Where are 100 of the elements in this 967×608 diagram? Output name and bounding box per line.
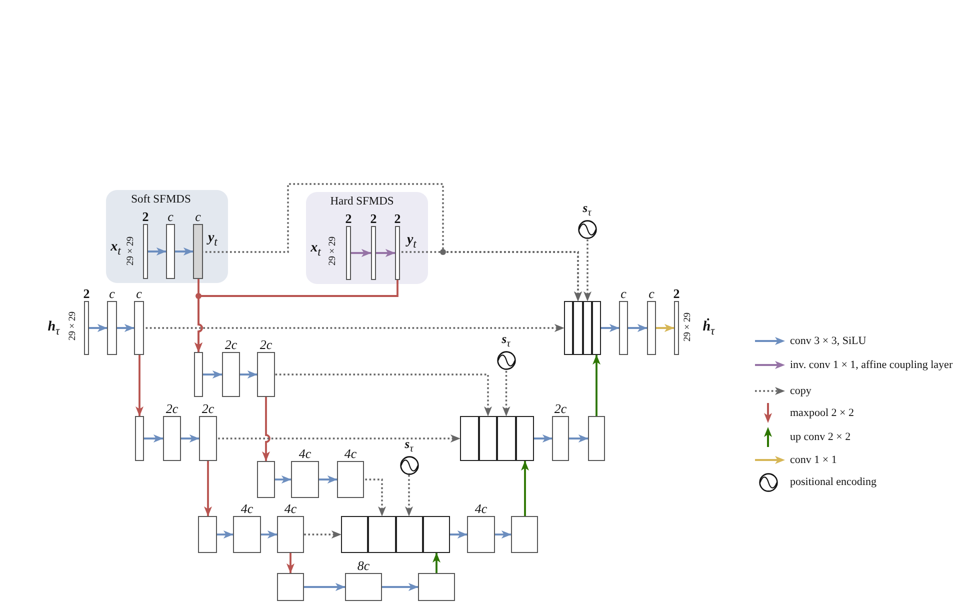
dotted-arrow	[304, 530, 342, 538]
arrow	[203, 370, 222, 378]
legend-label: positional encoding	[790, 476, 876, 488]
panel-title: Soft SFMDS	[131, 194, 191, 206]
legend-label: up conv 2 × 2	[790, 430, 851, 444]
channel-label: c	[136, 286, 142, 301]
arrow	[181, 434, 200, 442]
legend-label: conv 1 × 1	[790, 454, 837, 466]
arrow	[495, 530, 512, 538]
arrow	[117, 324, 134, 332]
arrow	[136, 355, 144, 416]
arrow	[569, 434, 588, 442]
arrow	[628, 324, 648, 332]
dotted-arrow	[405, 474, 413, 516]
arrow	[450, 530, 468, 538]
concat-cell	[423, 516, 450, 553]
concat-cell	[479, 416, 497, 461]
channel-label: 2	[345, 212, 352, 226]
size-label: 29 × 29	[67, 311, 78, 340]
channel-label: c	[109, 286, 115, 301]
feature-map-bar	[198, 516, 217, 553]
concat-cell	[564, 301, 573, 355]
channel-label: 4c	[240, 502, 254, 516]
concat-cell	[341, 516, 368, 553]
arrow	[382, 583, 418, 591]
legend-label: copy	[790, 384, 812, 398]
dotted-arrow	[275, 374, 492, 416]
channel-label: 4c	[284, 502, 297, 516]
channel-label: 2c	[554, 402, 567, 416]
module-panel	[106, 190, 228, 283]
concat-cell	[396, 516, 423, 553]
feature-map-bar	[257, 461, 275, 498]
concat-cell	[592, 301, 601, 355]
signal-label: s$_{τ}$	[582, 202, 592, 218]
legend-label: inv. conv 1 × 1, affine coupling layer	[790, 358, 953, 372]
arrow	[432, 552, 440, 573]
arrow	[144, 434, 164, 442]
channel-label: 4c	[474, 502, 488, 516]
input-label: x$_{t}$	[110, 239, 121, 258]
channel-label: c	[195, 210, 201, 224]
arrow	[304, 583, 346, 591]
legend-label: conv 3 × 3, SiLU	[790, 334, 866, 348]
feature-map-bar	[194, 352, 203, 397]
channel-label: 8c	[357, 558, 370, 573]
arrow	[261, 530, 278, 538]
concat-cell	[497, 416, 516, 461]
channel-label: 2c	[202, 402, 214, 416]
arrow	[601, 324, 620, 332]
arrow	[351, 249, 372, 257]
signal-label: s$_{τ}$	[502, 332, 510, 350]
signal-label: s$_{τ}$	[404, 438, 414, 454]
arrow	[175, 248, 194, 256]
dotted-arrow	[217, 434, 460, 442]
arrow	[534, 434, 552, 442]
channel-label: 2	[370, 212, 377, 226]
channel-label: c	[168, 210, 174, 224]
channel-label: 2c	[260, 338, 272, 352]
concat-cell	[368, 516, 396, 553]
channel-label: 2	[83, 286, 90, 301]
size-label: 29 × 29	[682, 312, 693, 342]
size-label: 29 × 29	[327, 236, 338, 266]
panel-title: Hard SFMDS	[330, 196, 394, 208]
concat-cell	[583, 301, 592, 355]
concat-cell	[516, 416, 534, 461]
arrow	[376, 249, 396, 257]
output-label: ḣ$_{τ}$	[702, 319, 715, 338]
input-label: h$_{τ}$	[48, 319, 60, 338]
output-label: y$_{t}$	[208, 230, 218, 249]
dotted-arrow	[502, 370, 510, 416]
arrow	[217, 530, 234, 538]
feature-map-bar	[588, 416, 605, 461]
arrow	[286, 553, 294, 574]
feature-map-bar	[418, 573, 455, 601]
input-label: x$_{t}$	[310, 240, 321, 259]
feature-map-bar	[135, 416, 144, 461]
dotted-arrow	[144, 324, 564, 332]
channel-label: 2c	[224, 338, 238, 352]
dotted-arrow	[584, 238, 592, 302]
arrow	[148, 248, 166, 256]
channel-label: 2	[394, 212, 401, 226]
feature-map-bar	[511, 516, 538, 553]
legend-label: maxpool 2 × 2	[790, 406, 854, 420]
concat-cell	[460, 416, 479, 461]
feature-map-bar	[277, 573, 304, 601]
arrow	[89, 324, 108, 332]
output-label: y$_{t}$	[406, 232, 416, 251]
arrow	[656, 324, 674, 332]
dotted-arrow	[400, 251, 582, 302]
arrow	[592, 354, 600, 416]
concat-cell	[573, 301, 583, 355]
module-panel	[306, 192, 428, 284]
channel-label: 2	[142, 210, 149, 224]
dotted-arrow	[364, 478, 386, 516]
channel-label: 4c	[298, 446, 312, 461]
arrow	[319, 476, 338, 484]
arrow	[275, 476, 292, 484]
arrow	[262, 397, 270, 462]
arrow	[204, 461, 212, 516]
arrow	[240, 370, 258, 378]
size-label: 29 × 29	[125, 236, 136, 266]
